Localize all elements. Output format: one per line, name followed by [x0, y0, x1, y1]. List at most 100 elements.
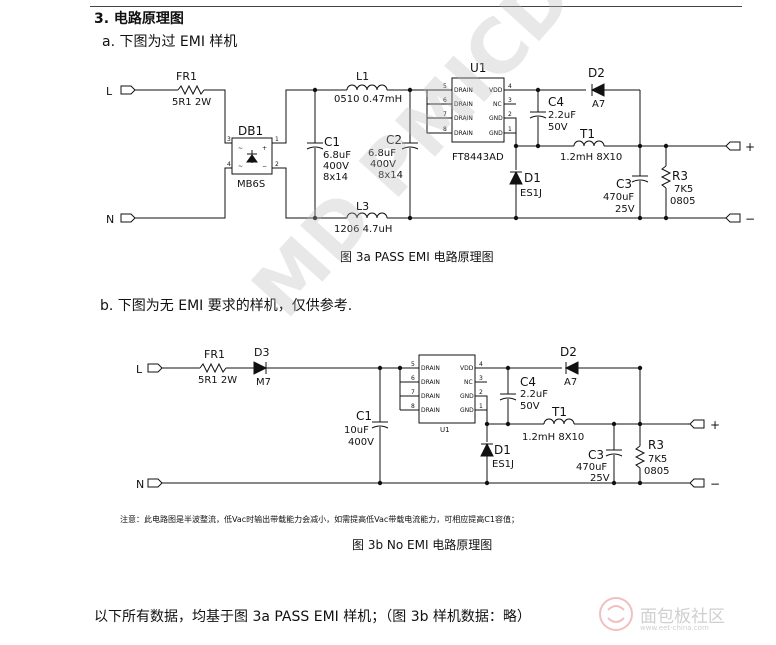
a-n-connector: [120, 213, 136, 223]
site-badge: 面包板社区 www.eet-china.com: [596, 594, 768, 636]
svg-text:3: 3: [479, 375, 483, 382]
note-text: 注意：此电路图是半波整流，低Vac时输出带载能力会减小，如需提高低Vac带载电流…: [120, 515, 519, 524]
b-fr1-ref: FR1: [204, 348, 225, 361]
a-c2-val-3: 8x14: [378, 170, 403, 181]
a-c4-val-2: 50V: [548, 122, 568, 133]
svg-text:DRAIN: DRAIN: [454, 115, 473, 122]
svg-text:5: 5: [443, 83, 447, 90]
b-c4-val-1: 2.2uF: [520, 389, 548, 400]
a-c4-val-1: 2.2uF: [548, 110, 576, 121]
svg-text:DRAIN: DRAIN: [454, 130, 473, 137]
a-c1-val-3: 8x14: [323, 172, 348, 183]
svg-text:DRAIN: DRAIN: [421, 379, 440, 386]
a-t1-inductor: [573, 140, 605, 147]
svg-text:GND: GND: [460, 407, 474, 414]
svg-text:~: ~: [238, 145, 243, 152]
a-out-neg-connector: [725, 213, 741, 223]
svg-text:DRAIN: DRAIN: [454, 101, 473, 108]
svg-text:DRAIN: DRAIN: [421, 393, 440, 400]
a-d1-diode: [509, 170, 523, 185]
b-u1-ref: U1: [440, 426, 450, 434]
caption-a: 图 3a PASS EMI 电路原理图: [340, 250, 494, 264]
b-c3-ref: C3: [588, 448, 604, 462]
svg-text:VDD: VDD: [489, 87, 503, 94]
b-d2-ref: D2: [560, 345, 577, 359]
a-c1-val-2: 400V: [323, 161, 349, 172]
a-db1-part: MB6S: [237, 179, 265, 190]
a-c3-val-2: 25V: [615, 204, 635, 215]
svg-text:2: 2: [275, 161, 279, 168]
a-t1-ref: T1: [579, 127, 595, 141]
b-c4-val-2: 50V: [520, 401, 540, 412]
b-d3-ref: D3: [254, 346, 269, 359]
svg-text:6: 6: [443, 97, 447, 104]
section-title: 3. 电路原理图: [94, 11, 184, 27]
a-t1-value: 1.2mH 8X10: [560, 152, 622, 163]
svg-text:2: 2: [508, 111, 512, 118]
b-d3-part: M7: [256, 377, 271, 388]
b-c3-val-2: 25V: [590, 473, 610, 484]
a-fr1-resistor: [177, 84, 205, 96]
b-d2-diode: [564, 361, 579, 375]
svg-text:8: 8: [411, 403, 415, 410]
b-out-pos-connector: [689, 419, 705, 429]
b-r3-ref: R3: [648, 438, 664, 452]
svg-text:GND: GND: [489, 130, 503, 137]
a-out-pos: +: [745, 140, 755, 154]
b-r3-resistor: [634, 445, 646, 469]
a-d2-ref: D2: [588, 66, 605, 80]
svg-text:DRAIN: DRAIN: [421, 407, 440, 414]
svg-text:GND: GND: [489, 115, 503, 122]
a-r3-val-1: 7K5: [674, 184, 693, 195]
svg-text:1: 1: [275, 136, 279, 143]
b-u1-ic: [418, 354, 476, 424]
badge-subtext: www.eet-china.com: [640, 624, 709, 632]
a-r3-ref: R3: [672, 169, 688, 183]
b-n-terminal: N: [136, 478, 144, 491]
b-l-connector: [147, 363, 163, 373]
a-fr1-ref: FR1: [176, 70, 197, 83]
a-fr1-value: 5R1 2W: [172, 97, 211, 108]
svg-text:NC: NC: [493, 101, 502, 108]
a-db1-bridge: [231, 137, 273, 175]
subtitle-b: b. 下图为无 EMI 要求的样机，仅供参考.: [100, 298, 353, 314]
badge-text: 面包板社区: [640, 607, 725, 627]
caption-b: 图 3b No EMI 电路原理图: [352, 538, 493, 552]
a-n-terminal: N: [106, 213, 114, 226]
a-l1-value: 0510 0.47mH: [334, 94, 402, 105]
a-l3-ref: L3: [356, 200, 369, 213]
b-r3-val-2: 0805: [644, 466, 669, 477]
a-c2-ref: C2: [386, 133, 402, 147]
svg-text:4: 4: [508, 83, 512, 90]
a-l-connector: [120, 85, 136, 95]
b-n-connector: [147, 478, 163, 488]
b-out-neg: −: [710, 477, 720, 491]
a-l3-inductor: [346, 212, 388, 219]
b-c1-val-1: 10uF: [344, 425, 369, 436]
footer-text: 以下所有数据，均基于图 3a PASS EMI 样机；（图 3b 样机数据：略）: [94, 609, 531, 625]
b-t1-value: 1.2mH 8X10: [522, 432, 584, 443]
a-l1-ref: L1: [356, 70, 369, 83]
a-c1-ref: C1: [324, 135, 340, 149]
a-c2-val-1: 6.8uF: [368, 148, 396, 159]
svg-text:2: 2: [479, 389, 483, 396]
a-c1-val-1: 6.8uF: [323, 150, 351, 161]
svg-text:~: ~: [238, 163, 243, 170]
a-u1-ref: U1: [470, 61, 486, 75]
top-rule: [90, 6, 742, 7]
svg-text:+: +: [262, 145, 267, 152]
svg-text:7: 7: [411, 389, 415, 396]
a-r3-resistor: [660, 165, 672, 189]
svg-text:1: 1: [479, 403, 483, 410]
a-u1-part: FT8443AD: [452, 152, 504, 163]
circuit-a-schematic: L FR1 5R1 2W N DB1 MB6S 3 4 1 2 ~ ~ + − …: [106, 61, 755, 235]
subtitle-a: a. 下图为过 EMI 样机: [102, 34, 238, 50]
b-d2-part: A7: [564, 377, 577, 388]
svg-text:7: 7: [443, 111, 447, 118]
b-d1-ref: D1: [494, 443, 511, 457]
b-c1-ref: C1: [356, 409, 372, 423]
b-t1-inductor: [543, 418, 575, 425]
a-u1-ic: [451, 77, 505, 143]
b-r3-val-1: 7K5: [648, 454, 667, 465]
b-fr1-value: 5R1 2W: [198, 375, 237, 386]
